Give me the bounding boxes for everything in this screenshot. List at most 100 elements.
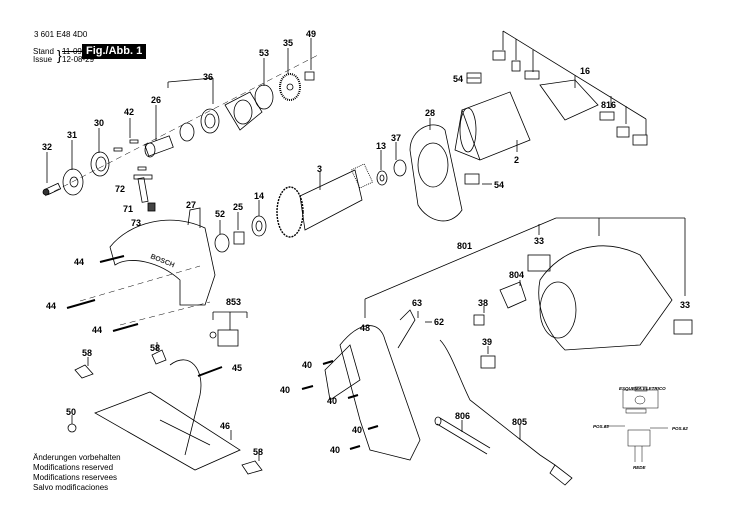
part-816-capacitor (599, 111, 615, 121)
part-33-end-cover (673, 319, 693, 335)
issue-label: Issue (33, 55, 53, 64)
part-label[interactable]: 35 (283, 38, 294, 48)
part-44-screws (66, 255, 139, 332)
part-label[interactable]: 52 (215, 209, 226, 219)
stand-label: Stand (33, 47, 54, 56)
part-27-blade-guard: BOSCH (109, 207, 216, 306)
part-label[interactable]: 72 (115, 184, 126, 194)
part-801-motor-housing (538, 245, 673, 351)
part-label[interactable]: 806 (455, 411, 471, 421)
part-label[interactable]: 50 (66, 407, 77, 417)
part-label[interactable]: 853 (226, 297, 242, 307)
schematic-title: ESQUEMA ELETRICO (619, 386, 666, 391)
part-label[interactable]: 32 (42, 142, 53, 152)
part-label[interactable]: 48 (360, 323, 371, 333)
part-label[interactable]: 33 (680, 300, 691, 310)
part-label[interactable]: 44 (74, 257, 85, 267)
part-label[interactable]: 40 (302, 360, 313, 370)
part-48-handle (324, 325, 421, 461)
part-58-knob-center (151, 349, 167, 365)
footer-note-de: Änderungen vorbehalten (33, 453, 121, 462)
part-label[interactable]: 40 (327, 396, 338, 406)
part-label[interactable]: 804 (509, 270, 525, 280)
part-label[interactable]: 58 (150, 343, 161, 353)
part-label[interactable]: 30 (94, 118, 105, 128)
stand-date: 11-09-31 (62, 47, 94, 56)
part-28-fan-baffle (409, 124, 463, 222)
part-label[interactable]: 58 (253, 447, 264, 457)
part-49-nut (304, 71, 315, 81)
part-853-clamp-set (209, 311, 248, 347)
part-label[interactable]: 3 (317, 164, 323, 174)
part-54-brush-holder-bottom (464, 173, 480, 185)
part-52-ring (214, 233, 230, 253)
part-31-outer-flange (62, 168, 84, 196)
schematic-pos-62: POS.62 (672, 426, 688, 431)
part-label[interactable]: 27 (186, 200, 197, 210)
part-45-bolt (197, 366, 223, 377)
part-label[interactable]: 13 (376, 141, 387, 151)
part-label[interactable]: 44 (92, 325, 103, 335)
part-58-knob-left (74, 364, 94, 379)
part-label[interactable]: 49 (306, 29, 317, 39)
part-38-knob (473, 314, 485, 326)
part-58-knob-right (241, 460, 263, 475)
part-label[interactable]: 14 (254, 191, 265, 201)
part-label[interactable]: 801 (457, 241, 473, 251)
part-label[interactable]: 44 (46, 301, 57, 311)
footer-note-es: Salvo modificaciones (33, 483, 109, 492)
part-label[interactable]: 42 (124, 107, 135, 117)
part-label[interactable]: 40 (330, 445, 341, 455)
part-32-bolt (42, 182, 62, 196)
part-label[interactable]: 28 (425, 108, 436, 118)
part-50-nut (67, 423, 77, 433)
part-26-spindle (144, 135, 174, 158)
part-number: 3 601 E48 4D0 (34, 30, 88, 39)
part-label[interactable]: 2 (514, 155, 520, 165)
part-label[interactable]: 40 (280, 385, 291, 395)
part-label[interactable]: 71 (123, 204, 134, 214)
issue-date: 12-08-29 (62, 55, 95, 64)
part-label[interactable]: 54 (494, 180, 505, 190)
part-label[interactable]: 16 (580, 66, 591, 76)
part-label[interactable]: 805 (512, 417, 528, 427)
figure-label: Fig./Abb. 1 (82, 44, 147, 59)
part-label[interactable]: 54 (453, 74, 464, 84)
part-label[interactable]: 58 (82, 348, 93, 358)
part-label[interactable]: 38 (478, 298, 489, 308)
part-label[interactable]: 40 (352, 425, 363, 435)
part-label[interactable]: 53 (259, 48, 270, 58)
part-label[interactable]: 26 (151, 95, 162, 105)
part-35-gear (279, 73, 301, 101)
part-804-switch (499, 281, 527, 309)
part-16-switch-bracket (539, 79, 599, 121)
part-label[interactable]: 25 (233, 202, 244, 212)
part-39-cap (480, 355, 496, 369)
part-label[interactable]: 46 (220, 421, 231, 431)
part-33-switch-cover (527, 254, 551, 272)
part-16-clip (511, 60, 521, 72)
part-label[interactable]: 45 (232, 363, 243, 373)
part-label[interactable]: 37 (391, 133, 402, 143)
footer-note-fr: Modifications reservees (33, 473, 118, 482)
schematic-pos-63: POS.63 (593, 424, 609, 429)
part-16-suppressor (524, 70, 540, 80)
part-label[interactable]: 73 (131, 218, 142, 228)
part-53-o-ring (254, 84, 274, 110)
part-71-spring (147, 202, 156, 212)
part-2-field-stator (454, 91, 531, 161)
date-brace: } (57, 47, 62, 63)
part-label[interactable]: 62 (434, 317, 445, 327)
part-63-spring-wire (397, 309, 416, 349)
part-13-bearing (376, 170, 388, 186)
part-label[interactable]: 816 (601, 100, 617, 110)
part-label[interactable]: 63 (412, 298, 423, 308)
part-label[interactable]: 31 (67, 130, 78, 140)
part-label[interactable]: 36 (203, 72, 214, 82)
part-42-screws (113, 139, 147, 171)
footer-note-en: Modifications reserved (33, 463, 114, 472)
part-label[interactable]: 33 (534, 236, 545, 246)
part-37-ring (393, 159, 407, 177)
part-label[interactable]: 39 (482, 337, 493, 347)
